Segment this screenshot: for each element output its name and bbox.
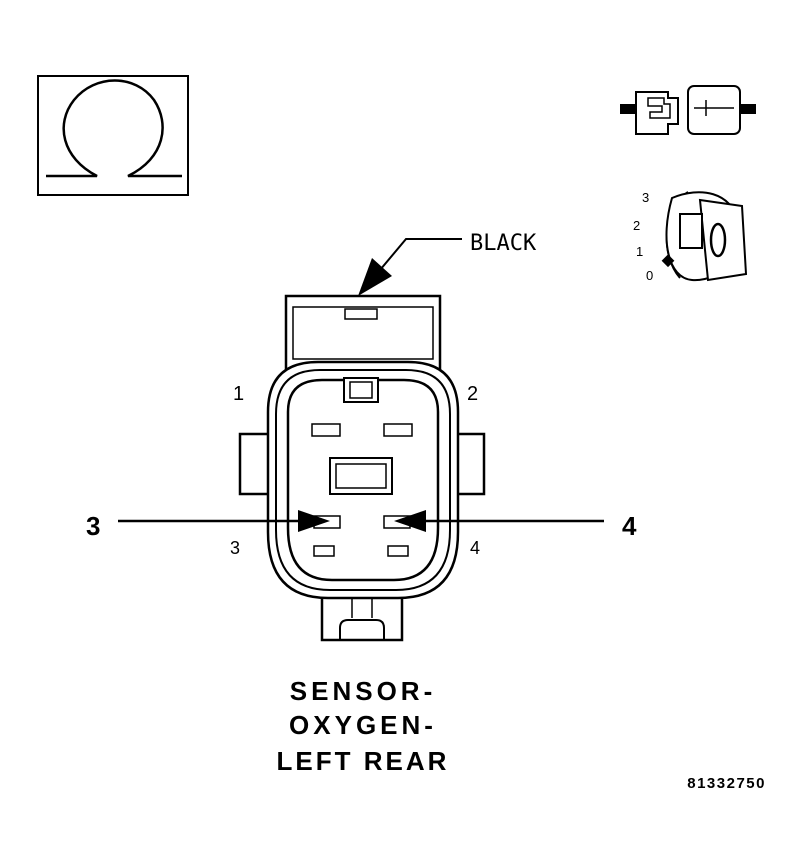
wire-color-callout: BLACK: [358, 231, 537, 296]
ignition-position-0: 0: [646, 268, 653, 283]
disconnect-connector-icon: [620, 85, 756, 135]
title-line-3: LEFT REAR: [277, 746, 450, 776]
component-title: SENSOR- OXYGEN- LEFT REAR: [277, 676, 450, 776]
oxygen-sensor-connector: [238, 294, 486, 642]
pin-label-3: 3: [230, 538, 240, 558]
ignition-position-2: 2: [633, 218, 640, 233]
wire-color-label: BLACK: [470, 231, 537, 256]
probe-label-left: 3: [86, 511, 100, 541]
terminal-upper-left: [311, 423, 341, 437]
pin-label-1: 1: [233, 383, 244, 405]
connector-left-ear: [238, 432, 274, 496]
probe-arrow-right: [394, 510, 604, 532]
ignition-position-1: 1: [636, 244, 643, 259]
ignition-key-off-icon: 3 2 1 0: [633, 190, 748, 283]
probe-label-right: 4: [622, 511, 637, 541]
ignition-position-3: 3: [642, 190, 649, 205]
title-line-2: OXYGEN-: [289, 710, 437, 740]
pin-label-2: 2: [467, 383, 478, 405]
terminal-lower-right: [387, 545, 409, 557]
pin-label-4: 4: [470, 538, 480, 558]
connector-bottom-tab: [320, 586, 404, 642]
ohmmeter-icon: [37, 75, 189, 196]
title-line-1: SENSOR-: [290, 676, 436, 706]
probe-arrow-left: [118, 510, 330, 532]
terminal-lower-left: [313, 545, 335, 557]
figure-number: 81332750: [687, 775, 766, 792]
terminal-upper-right: [383, 423, 413, 437]
